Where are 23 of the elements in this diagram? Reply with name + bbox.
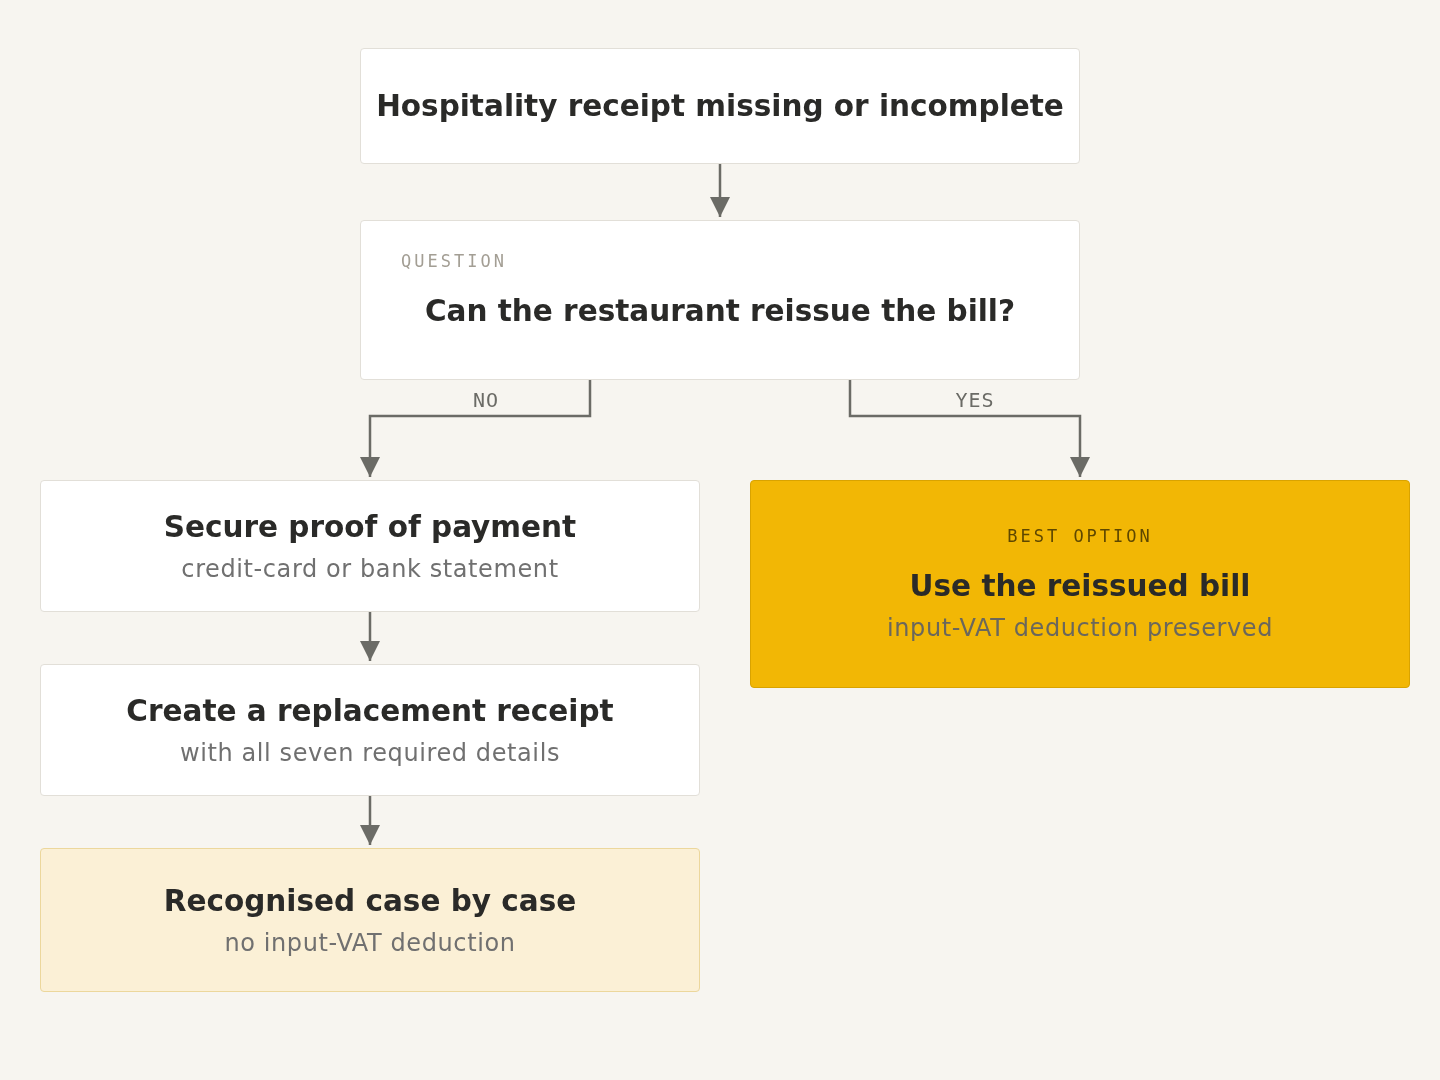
process-box (40, 664, 700, 796)
node-subtitle: no input-VAT deduction (224, 929, 516, 957)
node-subtitle: with all seven required details (179, 739, 560, 767)
node-tag: QUESTION (401, 251, 507, 271)
node-tag: BEST OPTION (1007, 526, 1153, 546)
arrow (710, 164, 730, 217)
outcome-box (750, 480, 1410, 688)
start-box (360, 48, 1080, 164)
decision-box (360, 220, 1080, 380)
outcome-box (40, 848, 700, 992)
node-title: Hospitality receipt missing or incomplete (376, 88, 1064, 124)
node-title: Use the reissued bill (909, 568, 1251, 604)
arrow (360, 796, 380, 845)
node-title: Create a replacement receipt (126, 693, 614, 729)
node-subtitle: input-VAT deduction preserved (886, 614, 1273, 642)
arrow (848, 380, 1090, 477)
node-title: Secure proof of payment (163, 509, 577, 545)
node-title: Can the restaurant reissue the bill? (424, 293, 1016, 329)
process-box (40, 480, 700, 612)
node-title: Recognised case by case (163, 883, 577, 919)
arrow (360, 380, 592, 477)
node-subtitle: credit-card or bank statement (181, 555, 559, 583)
arrow (360, 612, 380, 661)
